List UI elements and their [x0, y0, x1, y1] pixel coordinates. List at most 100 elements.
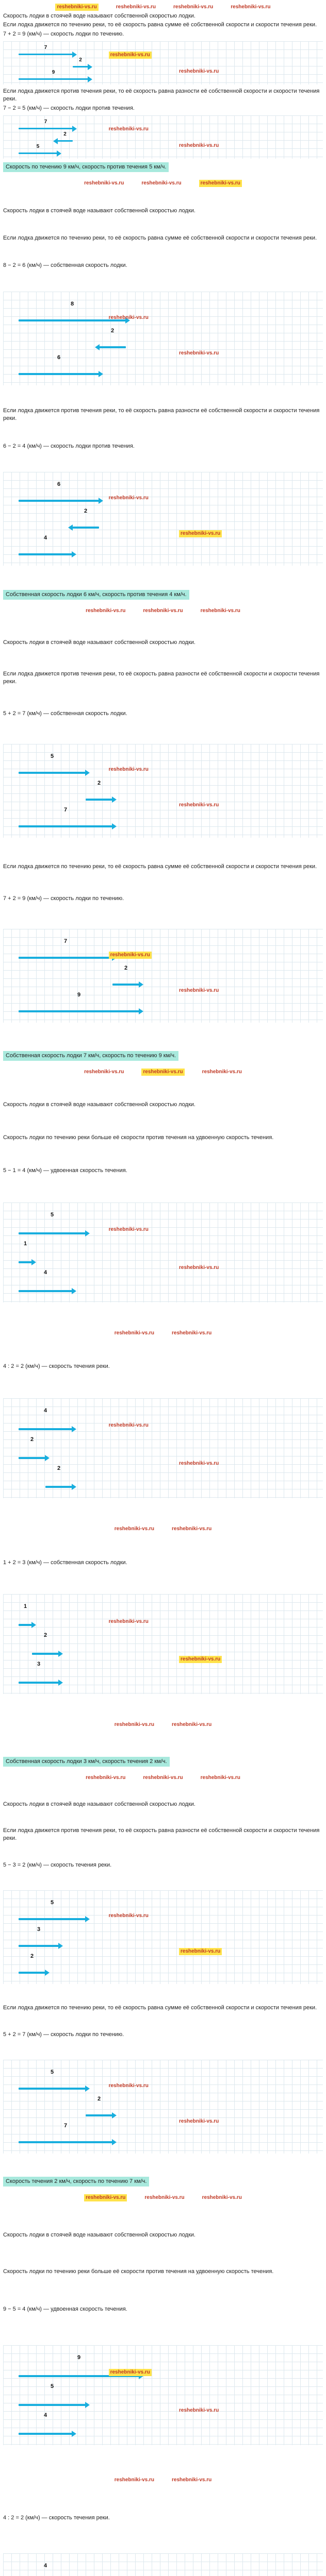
watermark: reshebniki-vs.ru — [202, 1069, 242, 1075]
equation: 7 + 2 = 9 (км/ч) — скорость лодки по теч… — [3, 895, 124, 902]
equation: 9 − 5 = 4 (км/ч) — удвоенная скорость те… — [3, 2306, 127, 2312]
watermark: reshebniki-vs.ru — [108, 1422, 149, 1429]
diagram-row: 5 — [19, 2382, 323, 2411]
segment-arrow — [19, 1428, 72, 1430]
answer-line: Собственная скорость лодки 6 км/ч, скоро… — [3, 589, 189, 600]
diagram-row: 7 — [19, 937, 323, 964]
diagram-row: 2 — [19, 1631, 323, 1660]
diagram-row: 5 — [19, 1899, 323, 1925]
watermark: reshebniki-vs.ru — [179, 1264, 219, 1270]
answer-line: Собственная скорость лодки 7 км/ч, скоро… — [3, 1050, 178, 1061]
diagram-row: 7 — [19, 45, 323, 58]
segment-arrow — [19, 1624, 32, 1626]
segment-arrow — [19, 1971, 45, 1974]
watermark-row: reshebniki-vs.ru reshebniki-vs.ru — [3, 1526, 323, 1533]
equation: 4 : 2 = 2 (км/ч) — скорость течения реки… — [3, 1363, 110, 1370]
theory-text: Если лодка движется по течению реки, то … — [3, 863, 317, 870]
watermark: reshebniki-vs.ru — [108, 52, 152, 59]
diagram-row: 8 — [19, 300, 323, 327]
watermark: reshebniki-vs.ru — [199, 180, 242, 187]
segment-arrow — [32, 1653, 59, 1655]
segment-arrow — [19, 2088, 86, 2090]
diagram-row: 9 — [19, 70, 323, 82]
diagram-row: 2 — [19, 327, 323, 353]
theory-text: Если лодка движется против течения реки,… — [3, 1827, 320, 1841]
diagram-row: 4 — [19, 2411, 323, 2440]
segment-arrow — [19, 78, 88, 80]
watermark: reshebniki-vs.ru — [179, 802, 219, 808]
watermark: reshebniki-vs.ru — [84, 1069, 124, 1075]
segment-length-label: 3 — [37, 1661, 41, 1668]
problem-block: reshebniki-vs.ru reshebniki-vs.ru reshebni… — [0, 1065, 326, 1771]
diagram-row: 9 — [19, 991, 323, 1018]
segment-length-label: 2 — [97, 779, 101, 786]
segment-length-label: 8 — [70, 301, 74, 307]
theory-text: Скорость лодки по течению реки больше её… — [3, 1134, 274, 1141]
segment-length-label: 4 — [43, 535, 47, 541]
diagram-row: 2 — [19, 1464, 323, 1493]
diagram-row: 7 — [19, 806, 323, 833]
segment-arrow — [19, 1918, 86, 1920]
watermark: reshebniki-vs.ru — [179, 69, 219, 75]
equation: 8 − 2 = 6 (км/ч) — собственная скорость … — [3, 262, 127, 269]
segment-length-label: 2 — [57, 1465, 61, 1471]
segment-length-label: 4 — [43, 2563, 47, 2569]
watermark: reshebniki-vs.ru — [179, 350, 219, 356]
watermark: reshebniki-vs.ru — [179, 1948, 222, 1956]
watermark: reshebniki-vs.ru — [172, 2477, 212, 2483]
diagram-row: 6 — [19, 353, 323, 380]
watermark: reshebniki-vs.ru — [179, 530, 222, 538]
segment-length-label: 5 — [50, 2383, 54, 2389]
answer-highlight: Скорость течения 2 км/ч, скорость по теч… — [3, 2177, 150, 2187]
watermark: reshebniki-vs.ru — [172, 1330, 212, 1336]
theory-text: Скорость лодки в стоячей воде называют с… — [3, 13, 195, 19]
watermark: reshebniki-vs.ru — [231, 4, 271, 10]
diagram-row: 1 — [19, 1602, 323, 1631]
diagram-row: 1 — [19, 1240, 323, 1268]
theory-text: Если лодка движется против течения реки,… — [3, 407, 320, 421]
segment-length-label: 5 — [50, 2069, 54, 2076]
segment-length-label: 2 — [110, 328, 115, 334]
segment-length-label: 7 — [44, 119, 47, 125]
segment-length-label: 5 — [50, 1211, 54, 1218]
answer-line: Скорость по течению 9 км/ч, скорость про… — [3, 162, 323, 172]
equation: 6 − 2 = 4 (км/ч) — скорость лодки против… — [3, 443, 135, 449]
segment-length-label: 2 — [30, 1953, 34, 1959]
watermark: reshebniki-vs.ru — [114, 1722, 154, 1728]
watermark: reshebniki-vs.ru — [172, 1526, 212, 1532]
segment-arrow — [19, 500, 99, 502]
diagram-row: 3 — [19, 1925, 323, 1952]
equation: 5 − 1 = 4 (км/ч) — удвоенная скорость те… — [3, 1167, 127, 1174]
answer-highlight: Скорость по течению 9 км/ч, скорость про… — [3, 162, 169, 172]
watermark: reshebniki-vs.ru — [108, 1227, 149, 1233]
watermark: reshebniki-vs.ru — [114, 2477, 154, 2483]
watermark: reshebniki-vs.ru — [172, 1722, 212, 1728]
watermark: reshebniki-vs.ru — [179, 2407, 219, 2413]
watermark: reshebniki-vs.ru — [114, 1526, 154, 1532]
diagram-row: 4 — [19, 1406, 323, 1435]
segment-arrow — [86, 2114, 112, 2117]
segment-length-label: 6 — [57, 481, 61, 488]
diagram-row: 6 — [19, 480, 323, 507]
theory-text: Скорость лодки в стоячей воде называют с… — [3, 639, 195, 646]
watermark: reshebniki-vs.ru — [200, 608, 240, 614]
watermark: reshebniki-vs.ru — [108, 2369, 152, 2377]
segment-length-label: 7 — [63, 806, 68, 813]
problem-block: reshebniki-vs.ru reshebniki-vs.ru reshebni… — [0, 2191, 326, 2576]
watermark: reshebniki-vs.ru — [179, 1461, 219, 1467]
segment-length-label: 1 — [23, 1603, 27, 1610]
segment-arrow — [19, 373, 99, 375]
watermark: reshebniki-vs.ru — [173, 4, 214, 10]
